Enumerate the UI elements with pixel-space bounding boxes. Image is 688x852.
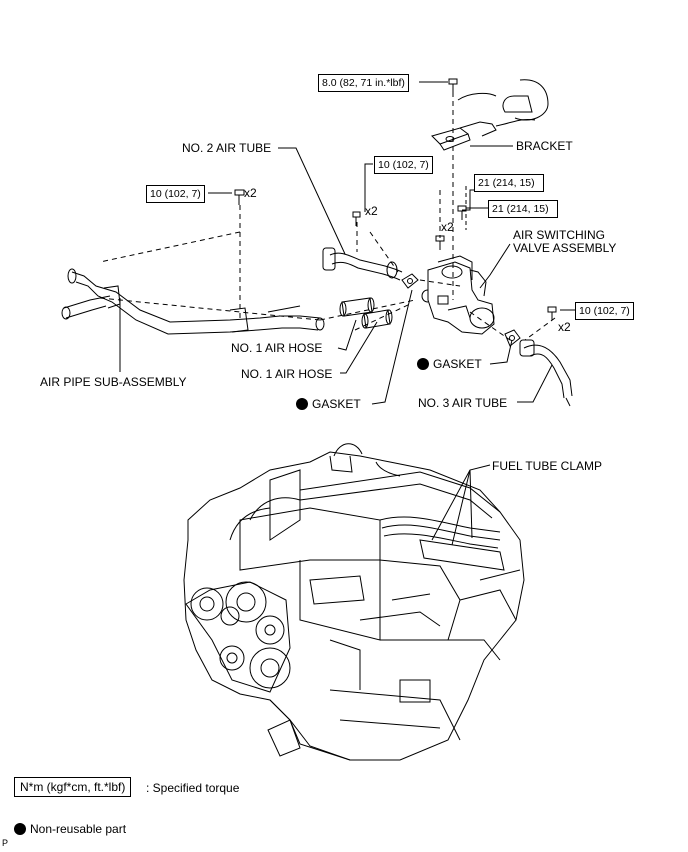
qty-no3-tube: x2 (558, 320, 571, 334)
gasket-part-b (504, 329, 521, 347)
torque-bracket-bolt: 8.0 (82, 71 in.*lbf) (318, 74, 409, 92)
qty-no2-tube: x2 (365, 204, 378, 218)
qty-valve: x2 (441, 220, 454, 234)
label-gasket-a: GASKET (296, 397, 361, 411)
bolt-no2-tube (352, 211, 361, 226)
leader-air-switching-valve (479, 243, 511, 289)
label-gasket-b: GASKET (417, 357, 482, 371)
no1-air-hose-part-a (339, 297, 375, 317)
leader-fuel-clamp (431, 464, 491, 541)
leader-no2-air-tube (278, 147, 346, 255)
bolt-valve-b (457, 205, 467, 220)
legend-torque-text: : Specified torque (146, 781, 240, 795)
label-air-switching-valve-line2: VALVE ASSEMBLY (513, 241, 617, 255)
bolt-no3-tube (547, 306, 557, 320)
leader-gasket-a (371, 289, 413, 405)
qty-air-pipe: x2 (244, 186, 257, 200)
leader-gasket-b (489, 339, 513, 365)
bracket-part (431, 79, 549, 151)
label-bracket: BRACKET (516, 139, 573, 153)
no3-air-tube-part (519, 339, 573, 407)
torque-valve-bolt-a: 21 (214, 15) (474, 174, 544, 192)
leader-no1-hose-b (340, 321, 378, 374)
legend-nonreusable: Non-reusable part (14, 822, 126, 836)
leader-no1-hose-a (337, 319, 357, 351)
torque-no3-tube-bolt: 10 (102, 7) (575, 302, 634, 320)
bolt-air-pipe (234, 189, 245, 205)
non-reusable-dot (14, 823, 26, 835)
bolt-valve-a (435, 235, 445, 250)
legend-torque-unit-box: N*m (kgf*cm, ft.*lbf) (14, 777, 132, 797)
label-no1-air-hose-b: NO. 1 AIR HOSE (241, 367, 333, 381)
no1-air-hose-part-b (361, 309, 393, 329)
torque-air-pipe-bolt: 10 (102, 7) (146, 185, 205, 203)
leader-no3-tube (517, 364, 553, 403)
air-pipe-sub-assembly-part (61, 268, 325, 335)
non-reusable-dot (417, 358, 429, 370)
torque-valve-bolt-b: 21 (214, 15) (488, 200, 558, 218)
air-switching-valve-part (421, 255, 495, 335)
label-fuel-tube-clamp: FUEL TUBE CLAMP (492, 459, 603, 473)
label-no2-air-tube: NO. 2 AIR TUBE (182, 141, 272, 155)
bolt-bracket (448, 78, 458, 93)
footer-mark: P (2, 838, 9, 848)
label-no1-air-hose-a: NO. 1 AIR HOSE (231, 341, 323, 355)
label-air-switching-valve-line1: AIR SWITCHING (513, 228, 605, 242)
torque-no2-tube-bolt: 10 (102, 7) (374, 156, 433, 174)
no2-air-tube-part (322, 247, 403, 281)
engine-assembly-part (183, 443, 525, 761)
non-reusable-dot (296, 398, 308, 410)
gasket-part-a (401, 273, 419, 289)
label-air-pipe-sub-assembly: AIR PIPE SUB-ASSEMBLY (40, 375, 187, 389)
label-no3-air-tube: NO. 3 AIR TUBE (418, 396, 508, 410)
